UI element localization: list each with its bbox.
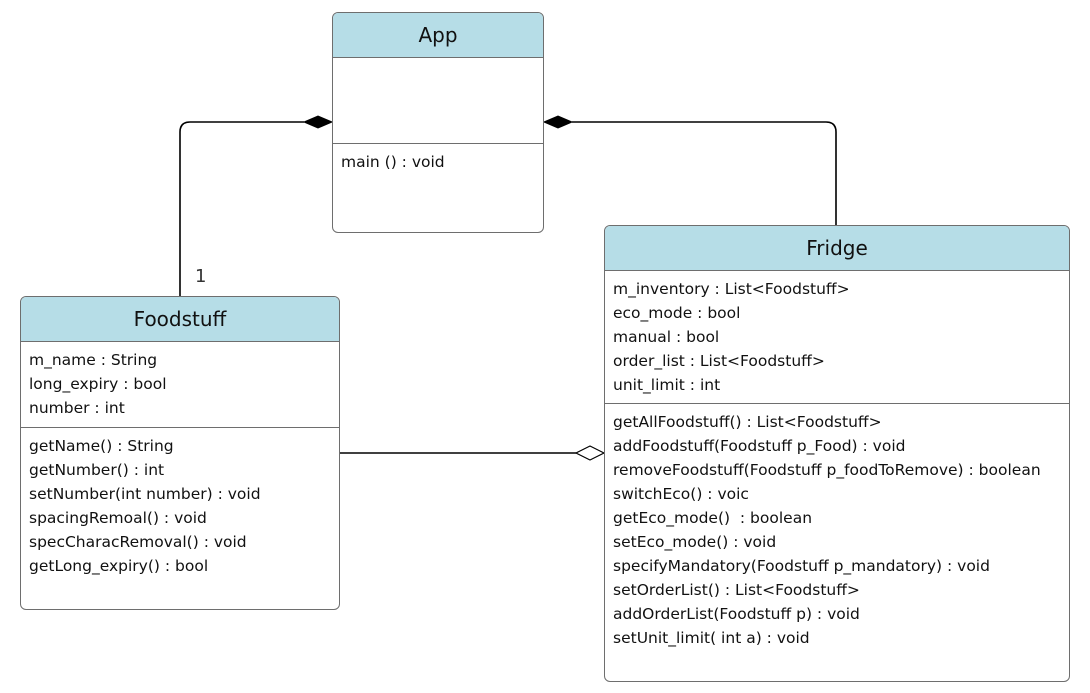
class-foodstuff[interactable]: Foodstuff m_name : String long_expiry : … (20, 296, 340, 610)
method-line: getNumber() : int (29, 461, 165, 479)
method-line: removeFoodstuff(Foodstuff p_foodToRemove… (613, 461, 1041, 479)
attribute-line: number : int (29, 399, 125, 417)
class-foodstuff-name: Foodstuff (21, 297, 339, 342)
method-line: setNumber(int number) : void (29, 485, 261, 503)
composition-app-fridge (542, 115, 837, 225)
method-line: getLong_expiry() : bool (29, 557, 209, 575)
class-fridge[interactable]: Fridge m_inventory : List<Foodstuff> eco… (604, 225, 1070, 682)
method-line: addFoodstuff(Foodstuff p_Food) : void (613, 437, 906, 455)
aggregation-diamond-icon (574, 445, 606, 461)
method-line: addOrderList(Foodstuff p) : void (613, 605, 860, 623)
class-foodstuff-attributes: m_name : String long_expiry : bool numbe… (21, 342, 339, 428)
method-line: specCharacRemoval() : void (29, 533, 247, 551)
attribute-line: m_inventory : List<Foodstuff> (613, 280, 850, 298)
method-line: setUnit_limit( int a) : void (613, 629, 810, 647)
method-line: setOrderList() : List<Foodstuff> (613, 581, 860, 599)
method-line: getAllFoodstuff() : List<Foodstuff> (613, 413, 882, 431)
method-line: setEco_mode() : void (613, 533, 777, 551)
method-line: spacingRemoal() : void (29, 509, 207, 527)
attribute-line: m_name : String (29, 351, 158, 369)
attribute-line: unit_limit : int (613, 376, 721, 394)
attribute-line: eco_mode : bool (613, 304, 741, 322)
class-fridge-name: Fridge (605, 226, 1069, 271)
class-app[interactable]: App main () : void (332, 12, 544, 233)
class-app-methods: main () : void (333, 144, 543, 174)
composition-app-foodstuff (179, 115, 334, 296)
method-line: switchEco() : voic (613, 485, 749, 503)
method-line: getEco_mode() : boolean (613, 509, 813, 527)
class-fridge-methods: getAllFoodstuff() : List<Foodstuff> addF… (605, 404, 1069, 650)
attribute-line: manual : bool (613, 328, 720, 346)
class-app-attributes (333, 58, 543, 144)
method-line: main () : void (341, 153, 445, 171)
composition-diamond-icon (542, 115, 574, 129)
method-line: getName() : String (29, 437, 174, 455)
method-line: specifyMandatory(Foodstuff p_mandatory) … (613, 557, 990, 575)
composition-diamond-icon (302, 115, 334, 129)
attribute-line: long_expiry : bool (29, 375, 167, 393)
class-foodstuff-methods: getName() : String getNumber() : int set… (21, 428, 339, 578)
class-fridge-attributes: m_inventory : List<Foodstuff> eco_mode :… (605, 271, 1069, 404)
attribute-line: order_list : List<Foodstuff> (613, 352, 825, 370)
aggregation-fridge-foodstuff (340, 445, 606, 461)
multiplicity-label: 1 (195, 266, 207, 287)
class-app-name: App (333, 13, 543, 58)
